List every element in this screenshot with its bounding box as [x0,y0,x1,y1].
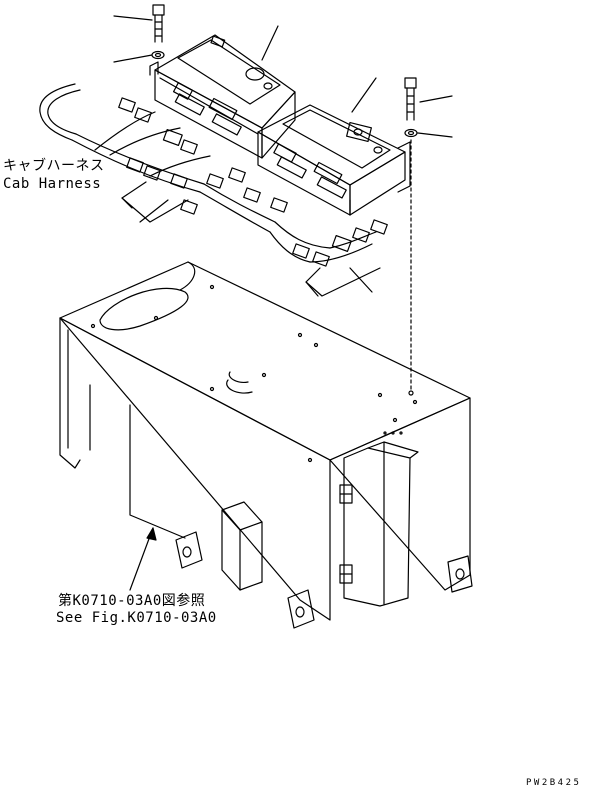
washer-left [151,50,165,60]
drawing-code: PW2B425 [526,778,582,788]
leader-lines [113,15,453,591]
controller-unit-left [149,34,296,159]
floor-frame [59,261,471,621]
mounting-brackets [175,501,473,629]
see-figure-label-jp: 第K0710-03A0図参照 [58,593,206,609]
cab-harness-label-jp: キャブハーネス [3,158,105,174]
bolt-left [152,4,165,43]
cab-harness-label-en: Cab Harness [3,176,102,192]
side-panel [339,441,419,607]
bolt-right [404,77,417,121]
cab-harness [39,83,388,267]
washer-right [404,128,418,138]
see-figure-label-en: See Fig.K0710-03A0 [56,610,217,626]
controller-unit-right [257,104,411,216]
